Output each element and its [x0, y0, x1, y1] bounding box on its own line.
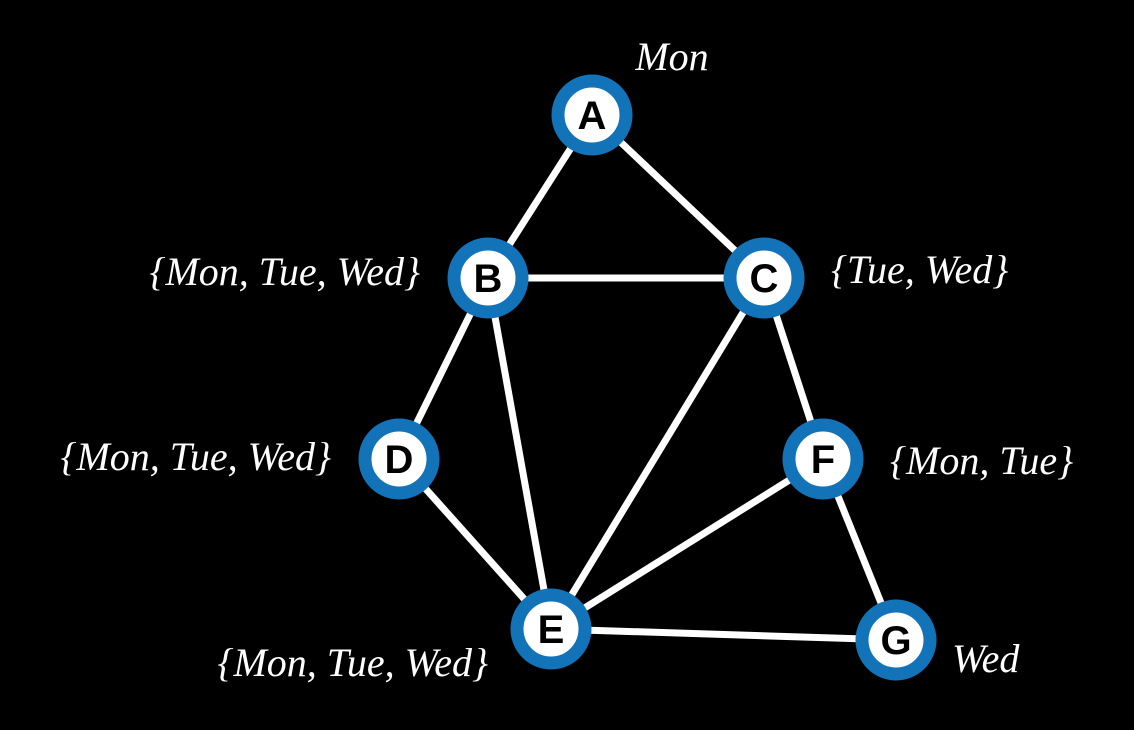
nodes-layer: A B C D E F G	[358, 74, 937, 681]
node-letter-C: C	[750, 257, 779, 301]
edge-C-E	[547, 274, 768, 633]
node-A: A	[551, 74, 633, 156]
node-letter-A: A	[578, 94, 607, 138]
node-letter-F: F	[811, 438, 835, 482]
domain-label-C: {Tue, Wed}	[831, 247, 1008, 292]
node-circle-A	[551, 74, 633, 156]
edge-E-F	[547, 455, 827, 633]
node-F: F	[782, 418, 864, 500]
node-G: G	[855, 599, 937, 681]
labels-layer: Mon {Mon, Tue, Wed} {Tue, Wed} {Mon, Tue, W…	[60, 34, 1073, 685]
domain-label-D: {Mon, Tue, Wed}	[60, 434, 331, 479]
domain-label-E: {Mon, Tue, Wed}	[217, 640, 488, 685]
node-letter-D: D	[385, 438, 414, 482]
node-letter-E: E	[538, 608, 565, 652]
node-circle-F	[782, 418, 864, 500]
node-C: C	[723, 237, 805, 319]
edge-E-G	[547, 625, 900, 644]
domain-label-F: {Mon, Tue}	[890, 438, 1073, 483]
node-circle-E	[510, 588, 592, 670]
edge-B-E	[484, 274, 555, 633]
node-circle-B	[447, 237, 529, 319]
node-D: D	[358, 418, 440, 500]
domain-label-B: {Mon, Tue, Wed}	[149, 249, 420, 294]
domain-label-A: Mon	[634, 34, 708, 79]
node-letter-B: B	[474, 257, 503, 301]
node-E: E	[510, 588, 592, 670]
node-circle-D	[358, 418, 440, 500]
node-B: B	[447, 237, 529, 319]
node-circle-C	[723, 237, 805, 319]
node-circle-G	[855, 599, 937, 681]
domain-label-G: Wed	[952, 636, 1020, 681]
node-letter-G: G	[880, 619, 911, 663]
